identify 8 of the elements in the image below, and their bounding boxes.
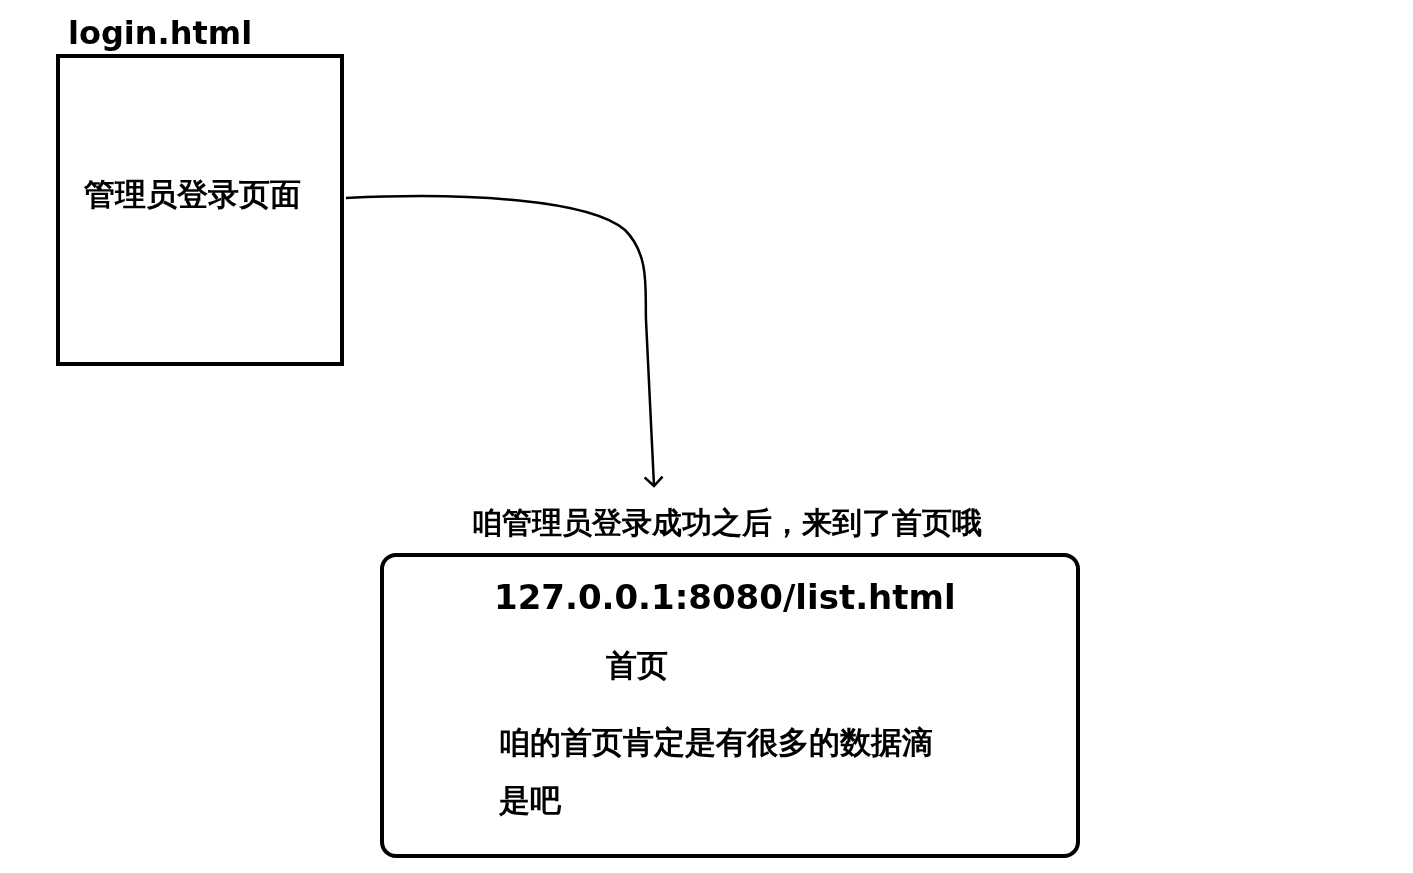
box-label: 管理员登录页面 [84,176,301,214]
page-title: login.html [68,14,253,53]
page-title: 咱管理员登录成功之后，来到了首页哦 [472,505,982,541]
box-label: 首页 [606,647,668,685]
url-text: 127.0.0.1:8080/list.html [494,577,956,618]
body-text: 咱的首页肯定是有很多的数据滴 [499,724,933,762]
body-text: 是吧 [499,782,561,820]
arrow [345,194,664,488]
